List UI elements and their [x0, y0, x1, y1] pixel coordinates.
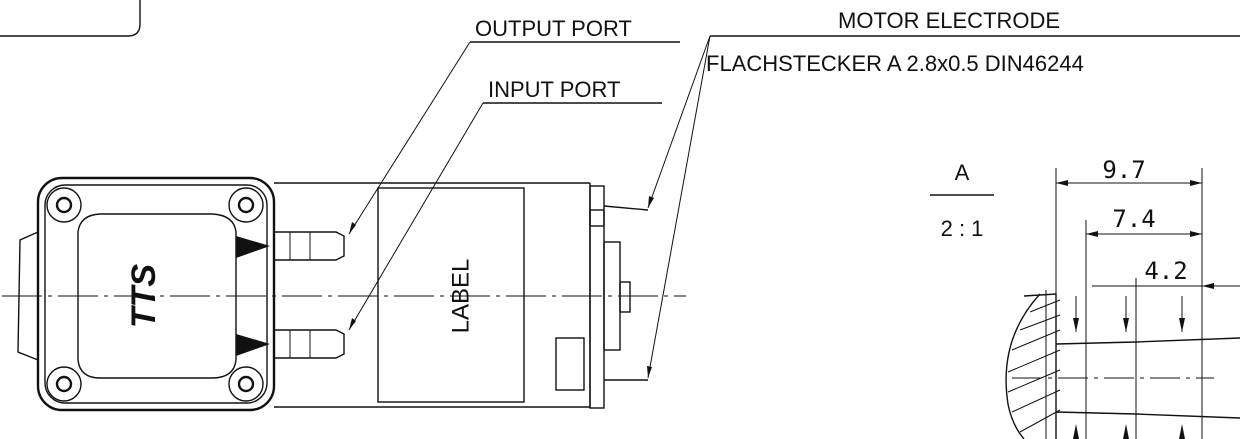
tts-logo: TTS [125, 264, 163, 329]
input-port-label: INPUT PORT [488, 77, 620, 102]
pump-front-view [2, 176, 686, 412]
detail-scale: 2 : 1 [941, 216, 984, 241]
dimension-9-7: 9.7 [1102, 156, 1145, 184]
dimension-7-4: 7.4 [1112, 205, 1155, 233]
detail-view-letter: A [955, 160, 970, 185]
dimension-4-2: 4.2 [1144, 257, 1187, 285]
detail-view-a: A 2 : 1 [930, 160, 1240, 439]
connector-spec-label: FLACHSTECKER A 2.8x0.5 DIN46244 [706, 51, 1084, 76]
output-port-label: OUTPUT PORT [475, 16, 632, 41]
body-label-text: LABEL [447, 259, 474, 334]
motor-electrode-label: MOTOR ELECTRODE [838, 8, 1060, 33]
frame-corner [0, 0, 141, 37]
leader-lines [348, 35, 711, 379]
